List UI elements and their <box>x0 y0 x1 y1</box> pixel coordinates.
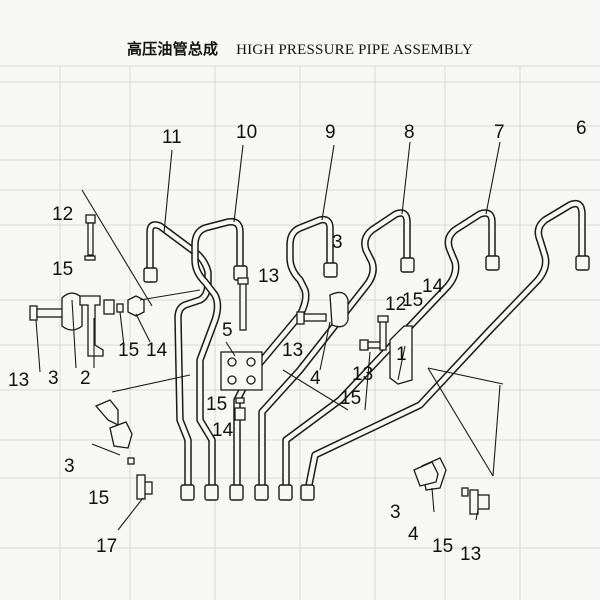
callout-13-left: 13 <box>8 370 29 391</box>
callout-11: 11 <box>162 127 182 148</box>
callout-15-right: 15 <box>402 290 423 311</box>
lower-left-clamp <box>94 399 153 500</box>
pipe-10 <box>191 217 244 494</box>
bottom-union-nuts <box>180 484 315 501</box>
callout-13-mid: 13 <box>282 340 303 361</box>
callout-labels: 11 10 9 8 7 6 12 15 13 3 2 15 14 5 13 15… <box>8 118 587 565</box>
callout-17: 17 <box>96 536 117 557</box>
callout-3-lower-right: 3 <box>390 502 401 523</box>
callout-7: 7 <box>494 122 505 143</box>
callout-4-lower-right: 4 <box>408 524 419 545</box>
callout-9: 9 <box>325 122 336 143</box>
callout-15-left: 15 <box>52 259 73 280</box>
callout-15-mid-left: 15 <box>118 340 139 361</box>
leader-lines <box>35 141 504 531</box>
pipe-8 <box>258 209 411 494</box>
callout-14-center: 14 <box>212 420 234 441</box>
callout-15-lower-right: 15 <box>432 536 453 557</box>
callout-14-right: 14 <box>422 276 444 297</box>
center-clamp-assembly <box>220 277 263 421</box>
callout-4-mid: 4 <box>310 368 321 389</box>
callout-8: 8 <box>404 122 415 143</box>
left-clamp-assembly <box>29 214 145 357</box>
title-english: HIGH PRESSURE PIPE ASSEMBLY <box>236 42 474 58</box>
background-table-ghost <box>0 65 600 600</box>
right-clamp-assembly <box>296 291 413 385</box>
callout-15-mid: 15 <box>340 388 361 409</box>
title-chinese: 高压油管总成 <box>126 40 219 58</box>
callout-3-upper: 3 <box>332 232 343 253</box>
callout-15-lower-left: 15 <box>88 488 109 509</box>
callout-1: 1 <box>396 344 407 365</box>
callout-5: 5 <box>222 320 233 341</box>
callout-12-right: 12 <box>385 294 406 315</box>
diagram-title: 高压油管总成 HIGH PRESSURE PIPE ASSEMBLY <box>0 38 600 59</box>
pipe-7 <box>282 209 496 494</box>
callout-14-left: 14 <box>146 340 168 361</box>
lower-right-clamp <box>413 457 490 515</box>
callout-3-left: 3 <box>48 368 59 389</box>
callout-13-right: 13 <box>352 364 373 385</box>
callout-13-lower-right: 13 <box>460 544 481 565</box>
callout-12-left: 12 <box>52 204 73 225</box>
pipe-6 <box>304 199 586 494</box>
pipe-9 <box>233 215 334 494</box>
callout-3-lower-left: 3 <box>64 456 75 477</box>
callout-10: 10 <box>236 122 257 143</box>
callout-2: 2 <box>80 368 91 389</box>
top-union-nuts <box>143 255 590 283</box>
callout-13-center: 13 <box>258 266 279 287</box>
callout-15-center: 15 <box>206 394 227 415</box>
callout-6: 6 <box>576 118 587 139</box>
